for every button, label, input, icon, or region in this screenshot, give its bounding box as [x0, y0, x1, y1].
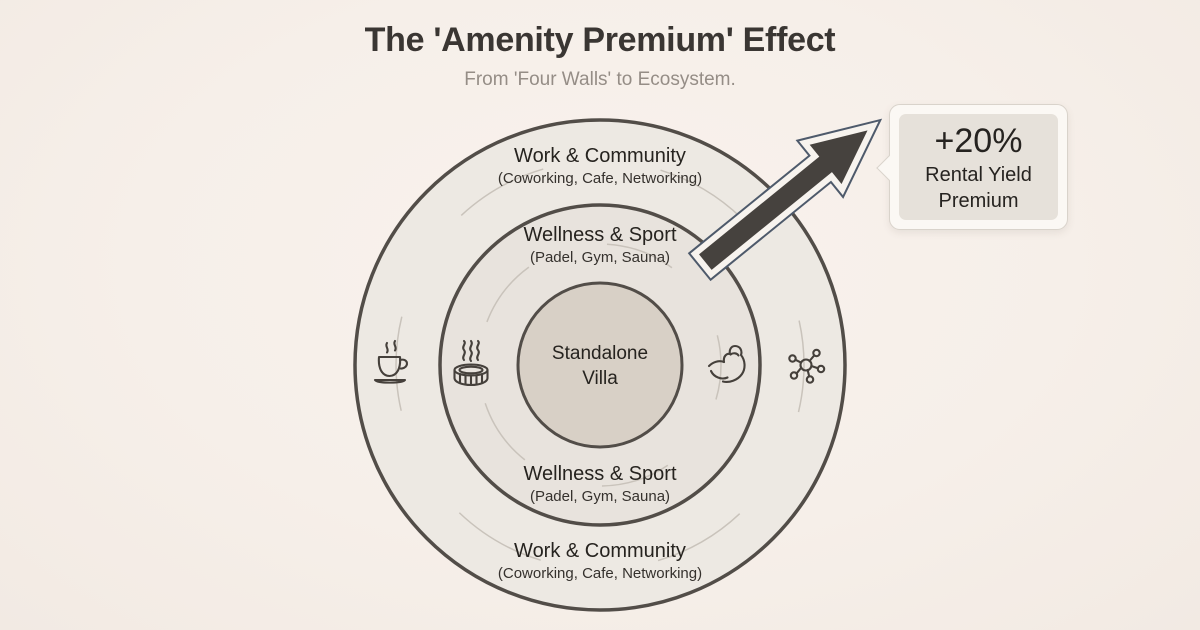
middle-ring-label-text: Wellness & Sport: [523, 224, 677, 246]
inner-dashed-guide-circle: [478, 243, 722, 487]
coffee-cup-icon: [373, 339, 408, 384]
outer-dashed-guide-circle: [395, 160, 805, 570]
growth-arrow-body: [690, 121, 879, 279]
flexed-bicep-icon: [707, 344, 746, 383]
center-label-line1: Standalone: [551, 343, 649, 364]
callout-line1: Rental Yield: [925, 164, 1032, 186]
middle-ring-label-top: Wellness & Sport (Padel, Gym, Sauna): [523, 224, 676, 268]
outer-ring-sublabel-text: (Coworking, Cafe, Networking): [497, 565, 703, 582]
sauna-tub-icon: [453, 339, 489, 387]
page-subtitle: From 'Four Walls' to Ecosystem.: [464, 69, 736, 90]
callout-line2: Premium: [938, 190, 1019, 212]
center-circle: [516, 281, 684, 449]
middle-ring-label-text: Wellness & Sport: [523, 463, 677, 485]
middle-ring-label-bottom: Wellness & Sport (Padel, Gym, Sauna): [523, 463, 676, 507]
callout-value: +20%: [934, 122, 1023, 160]
outer-ring-label-text: Work & Community: [514, 540, 686, 562]
middle-ring-sublabel-text: (Padel, Gym, Sauna): [529, 488, 671, 505]
network-hub-icon: [788, 348, 826, 384]
premium-callout-bubble: +20% Rental Yield Premium: [876, 104, 1068, 230]
middle-ring-sublabel-text: (Padel, Gym, Sauna): [529, 249, 671, 266]
outer-ring-label-bottom: Work & Community (Coworking, Cafe, Netwo…: [498, 540, 702, 584]
center-circle-label: Standalone Villa: [552, 341, 648, 391]
growth-arrow: [687, 118, 883, 282]
center-label-line2: Villa: [582, 368, 618, 389]
outer-ring-label-text: Work & Community: [514, 145, 686, 167]
outer-ring-sublabel-text: (Coworking, Cafe, Networking): [497, 170, 703, 187]
callout-panel: +20% Rental Yield Premium: [899, 114, 1058, 220]
outer-ring-label-top: Work & Community (Coworking, Cafe, Netwo…: [498, 145, 702, 189]
page-title: The 'Amenity Premium' Effect: [364, 21, 836, 59]
